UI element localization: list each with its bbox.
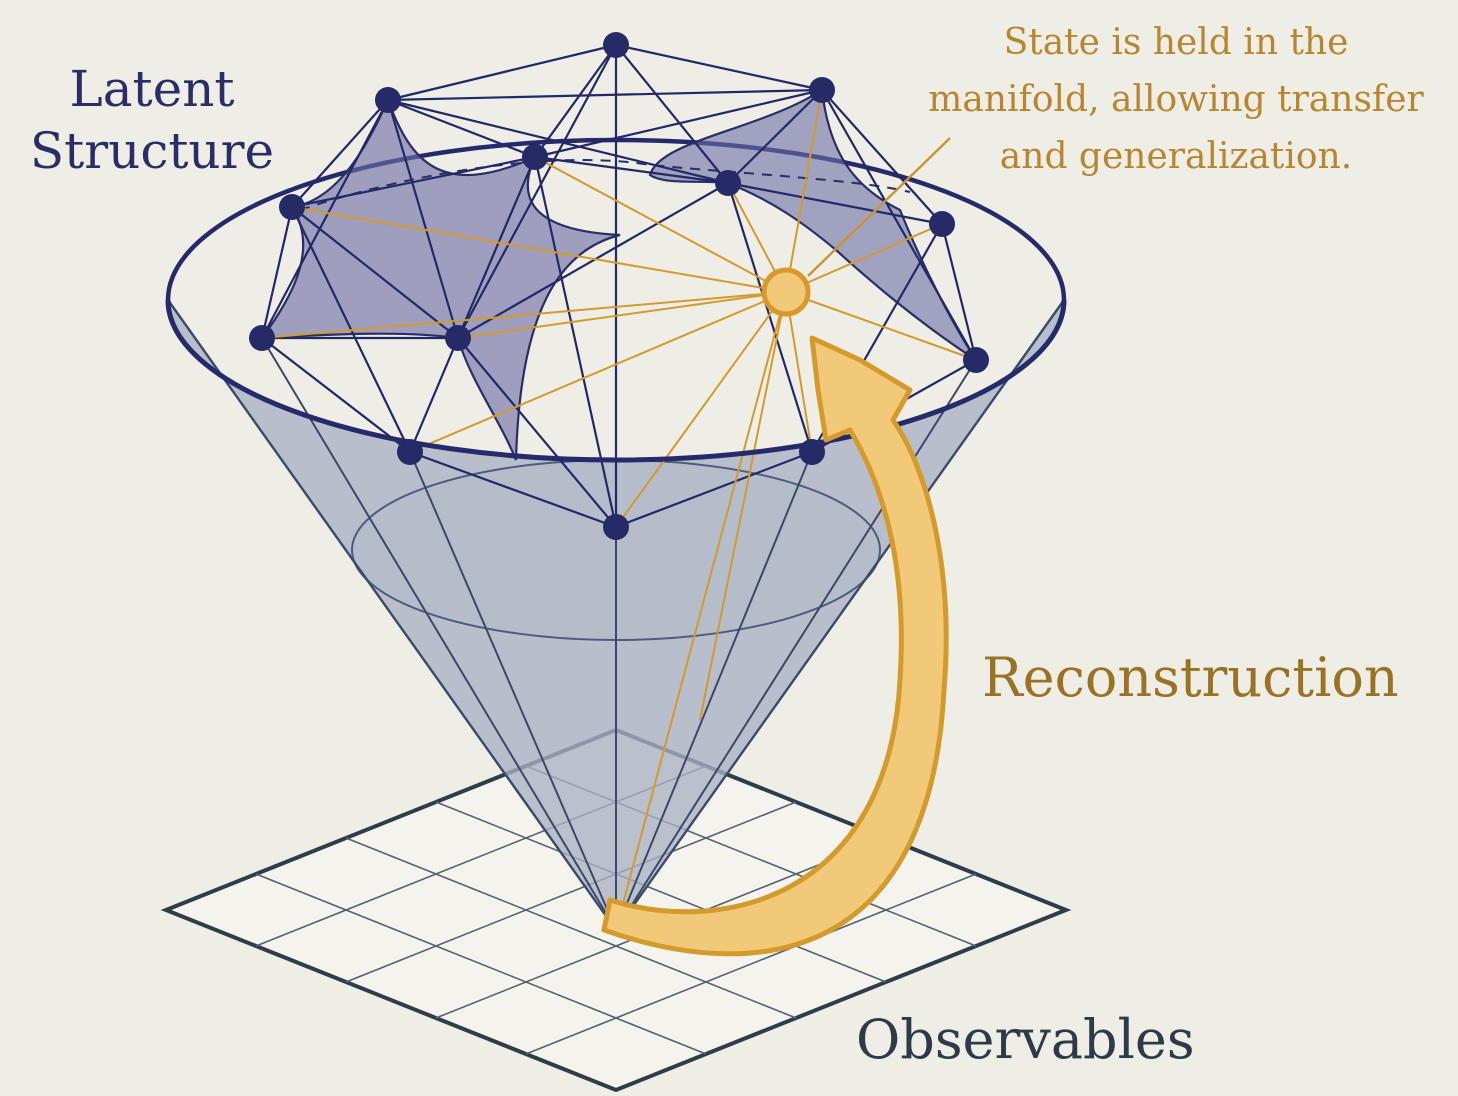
network-edge: [291, 99, 389, 208]
latent-node-icon: [445, 325, 471, 351]
latent-node-icon: [963, 347, 989, 373]
network-edge: [534, 88, 823, 159]
latent-node-icon: [279, 194, 305, 220]
observables-label: Observables: [856, 1008, 1195, 1071]
latent-node-icon: [929, 211, 955, 237]
network-edge: [409, 450, 617, 529]
network-edge: [457, 337, 617, 528]
latent-label-line-2: Structure: [29, 122, 275, 180]
grid-line: [255, 873, 707, 1055]
network-edge: [260, 206, 294, 339]
cone-ray: [615, 451, 813, 931]
network-edge: [821, 89, 943, 225]
network-edge: [940, 223, 978, 361]
state-connection-line: [615, 291, 787, 528]
state-connection-line: [785, 223, 943, 293]
state-connection-line: [534, 156, 787, 293]
latent-node-icon: [603, 514, 629, 540]
network-edge: [457, 44, 617, 339]
reconstruction-arrow-icon: [601, 335, 949, 957]
network-nodes: [249, 32, 989, 540]
network-edge: [615, 450, 813, 529]
latent-node-icon: [799, 439, 825, 465]
network-edge: [408, 337, 460, 453]
state-connection-line: [615, 291, 787, 931]
state-node-icon: [761, 267, 811, 317]
reconstruction-label: Reconstruction: [982, 646, 1399, 709]
network-edge: [533, 156, 618, 528]
grid-line: [435, 801, 887, 983]
cone-ray: [261, 337, 617, 931]
state-annotation-label: State is held in the manifold, allowing …: [896, 14, 1456, 185]
grid-line: [345, 837, 797, 1019]
network-edge: [387, 88, 823, 102]
network-edge: [387, 43, 617, 102]
network-edge: [261, 337, 411, 453]
grid-line: [525, 873, 977, 1055]
grid-line: [345, 801, 797, 983]
annotation-pointer: [807, 137, 951, 277]
cone-edge-left: [167, 299, 617, 931]
network-edge: [726, 182, 814, 453]
cone-rays: [261, 337, 977, 931]
cone-edge-right: [615, 299, 1065, 931]
latent-node-icon: [249, 325, 275, 351]
state-connection-line: [291, 206, 787, 293]
latent-node-icon: [522, 144, 548, 170]
cone-ray: [615, 359, 977, 931]
cone-rim-front: [165, 299, 1067, 463]
state-connections: [261, 89, 977, 931]
latent-label-line-1: Latent: [69, 60, 235, 118]
state-connection-line: [409, 291, 787, 453]
network-edge: [291, 206, 459, 339]
annotation-line-1: State is held in the: [1003, 22, 1349, 63]
state-node: [761, 267, 811, 317]
network-edge: [534, 155, 729, 185]
observables-grid-lines: [255, 765, 977, 1055]
state-connection-line: [785, 291, 813, 453]
network-edge: [456, 156, 537, 339]
network-edge: [387, 98, 536, 159]
network-edges: [260, 43, 978, 529]
latent-node-icon: [397, 439, 423, 465]
latent-node-icon: [809, 77, 835, 103]
network-edge: [615, 43, 823, 92]
network-edge: [615, 44, 729, 184]
reconstruction-arrow-body: [601, 335, 949, 957]
latent-structure-label: Latent Structure: [22, 58, 282, 182]
annotation-line-3: and generalization.: [999, 136, 1353, 177]
network-edge: [386, 99, 460, 339]
state-connection-line: [457, 291, 787, 339]
cone-ray: [409, 451, 617, 931]
latent-node-icon: [715, 170, 741, 196]
state-connection-line: [261, 291, 787, 339]
network-edge: [261, 99, 389, 339]
latent-node-icon: [375, 87, 401, 113]
network-edge: [291, 155, 536, 209]
state-connection-line: [785, 89, 823, 293]
state-connection-line: [699, 291, 787, 721]
state-connection-line: [785, 291, 977, 361]
network-edge: [387, 98, 729, 185]
network-edge: [457, 182, 729, 339]
network-edge: [821, 89, 977, 361]
latent-cone: [165, 137, 1067, 931]
network-edge: [727, 89, 823, 184]
annotation-line-2: manifold, allowing transfer: [928, 79, 1424, 120]
latent-node-icon: [603, 32, 629, 58]
network-edge: [727, 181, 943, 226]
